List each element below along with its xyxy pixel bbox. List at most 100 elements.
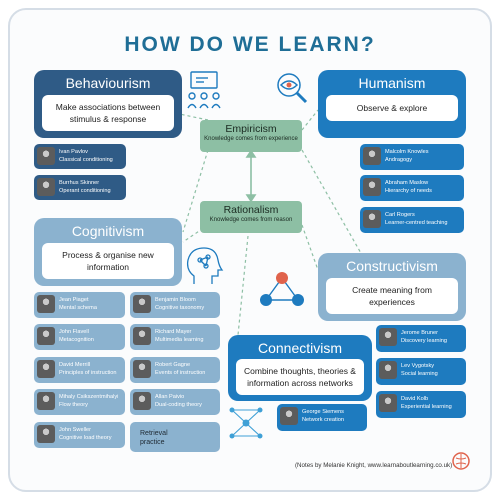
theorist-photo bbox=[37, 295, 55, 313]
theorist-name: Mihaly Csikszentmihalyi bbox=[59, 394, 119, 400]
empiricism-title: Empiricism bbox=[225, 123, 277, 135]
rationalism-title: Rationalism bbox=[223, 204, 279, 216]
theorist-name: Benjamin Bloom bbox=[155, 297, 196, 303]
theorist-photo bbox=[133, 327, 151, 345]
theorist-name: George Siemens bbox=[302, 409, 344, 415]
humanism-desc: Observe & explore bbox=[326, 95, 458, 121]
theorist-name: Carl Rogers bbox=[385, 212, 415, 218]
theorist-name: Malcolm Knowles bbox=[385, 149, 429, 155]
theorist-photo bbox=[379, 361, 397, 379]
theorist-theory: Cognitive taxonomy bbox=[155, 305, 205, 311]
theorist-name: David Merrill bbox=[59, 362, 91, 368]
theorist-theory: Discovery learning bbox=[401, 338, 448, 344]
theorist-photo bbox=[37, 147, 55, 165]
theorist-theory: Metacognition bbox=[59, 337, 94, 343]
humanism-title: Humanism bbox=[358, 75, 426, 91]
humanism-box: Humanism Observe & explore bbox=[318, 70, 466, 138]
theorist-photo bbox=[280, 407, 298, 425]
theorist-name: Robert Gagne bbox=[155, 362, 191, 368]
theorist-theory: Experiential learning bbox=[401, 404, 452, 410]
connectivism-box: Connectivism Combine thoughts, theories … bbox=[228, 335, 372, 401]
theorist-theory: Events of instruction bbox=[155, 370, 206, 376]
theorist-theory: Dual-coding theory bbox=[155, 402, 202, 408]
poster-title: HOW DO WE LEARN? bbox=[124, 33, 376, 56]
theorist-name: David Kolb bbox=[401, 396, 429, 402]
theorist-name: Ivan Pavlov bbox=[59, 149, 88, 155]
theorist-theory: Social learning bbox=[401, 371, 438, 377]
theorist-photo bbox=[37, 425, 55, 443]
theorist-name: Jean Piaget bbox=[59, 297, 89, 303]
rationalism-sub: Knowledge comes from reason bbox=[209, 217, 293, 223]
cognitivism-box: Cognitivism Process & organise new infor… bbox=[34, 218, 182, 286]
brain-logo-icon bbox=[452, 452, 470, 470]
constructivism-desc: Create meaning from experiences bbox=[326, 278, 458, 314]
eye-magnifier-icon bbox=[277, 73, 308, 104]
theorist-theory: Principles of instruction bbox=[59, 370, 117, 376]
retrieval-practice-card: Retrieval practice bbox=[130, 422, 220, 452]
connectivism-desc: Combine thoughts, theories & information… bbox=[236, 359, 364, 395]
theorist-name: Abraham Maslow bbox=[385, 180, 429, 186]
theorist-photo bbox=[363, 210, 381, 228]
constructivism-title: Constructivism bbox=[346, 258, 438, 274]
theorist-photo bbox=[363, 147, 381, 165]
credit-line: (Notes by Melanie Knight, www.learnabout… bbox=[295, 462, 453, 469]
theorist-theory: Mental schema bbox=[59, 305, 97, 311]
theorist-photo bbox=[133, 360, 151, 378]
theorist-photo bbox=[37, 392, 55, 410]
constructivism-box: Constructivism Create meaning from exper… bbox=[318, 253, 466, 321]
theorist-photo bbox=[363, 178, 381, 196]
network-icon bbox=[229, 407, 263, 439]
theorist-name: Lev Vygotsky bbox=[401, 363, 435, 369]
theorist-name: John Sweller bbox=[59, 427, 92, 433]
theorist-name: Burrhus Skinner bbox=[59, 180, 100, 186]
theorist-photo bbox=[37, 360, 55, 378]
connectivism-title: Connectivism bbox=[257, 340, 343, 356]
theorist-theory: Hierarchy of needs bbox=[385, 188, 432, 194]
theorist-theory: Network creation bbox=[302, 417, 344, 423]
theorist-photo bbox=[133, 295, 151, 313]
behaviourism-desc: Make associations between stimulus & res… bbox=[42, 95, 174, 131]
empiricism-box: Empiricism Knowledge comes from experien… bbox=[200, 120, 302, 152]
presentation-board-icon bbox=[187, 71, 221, 109]
theorist-theory: Flow theory bbox=[59, 402, 88, 408]
theorist-theory: Andragogy bbox=[385, 157, 413, 163]
theorist-theory: Retrieval practice bbox=[140, 430, 168, 446]
cognitivism-title: Cognitivism bbox=[71, 223, 145, 239]
head-network-icon bbox=[186, 247, 224, 284]
molecule-icon bbox=[260, 272, 304, 306]
theorist-photo bbox=[379, 328, 397, 346]
behaviourism-box: Behaviourism Make associations between s… bbox=[34, 70, 182, 138]
theorist-theory: Learner-centred teaching bbox=[385, 220, 448, 226]
theorist-theory: Cognitive load theory bbox=[59, 435, 112, 441]
theorist-name: Jerome Bruner bbox=[401, 330, 438, 336]
empiricism-sub: Knowledge comes from experience bbox=[204, 136, 298, 142]
behaviourism-title: Behaviourism bbox=[65, 75, 151, 91]
theorist-name: Richard Mayer bbox=[155, 329, 192, 335]
theorist-theory: Operant conditioning bbox=[59, 188, 111, 194]
theorist-theory: Multimedia learning bbox=[155, 337, 204, 343]
theorist-photo bbox=[37, 178, 55, 196]
theorist-name: Allan Paivio bbox=[155, 394, 185, 400]
theorist-theory: Classical conditioning bbox=[59, 157, 113, 163]
theorist-photo bbox=[133, 392, 151, 410]
cognitivism-desc: Process & organise new information bbox=[42, 243, 174, 279]
rationalism-box: Rationalism Knowledge comes from reason bbox=[200, 201, 302, 233]
